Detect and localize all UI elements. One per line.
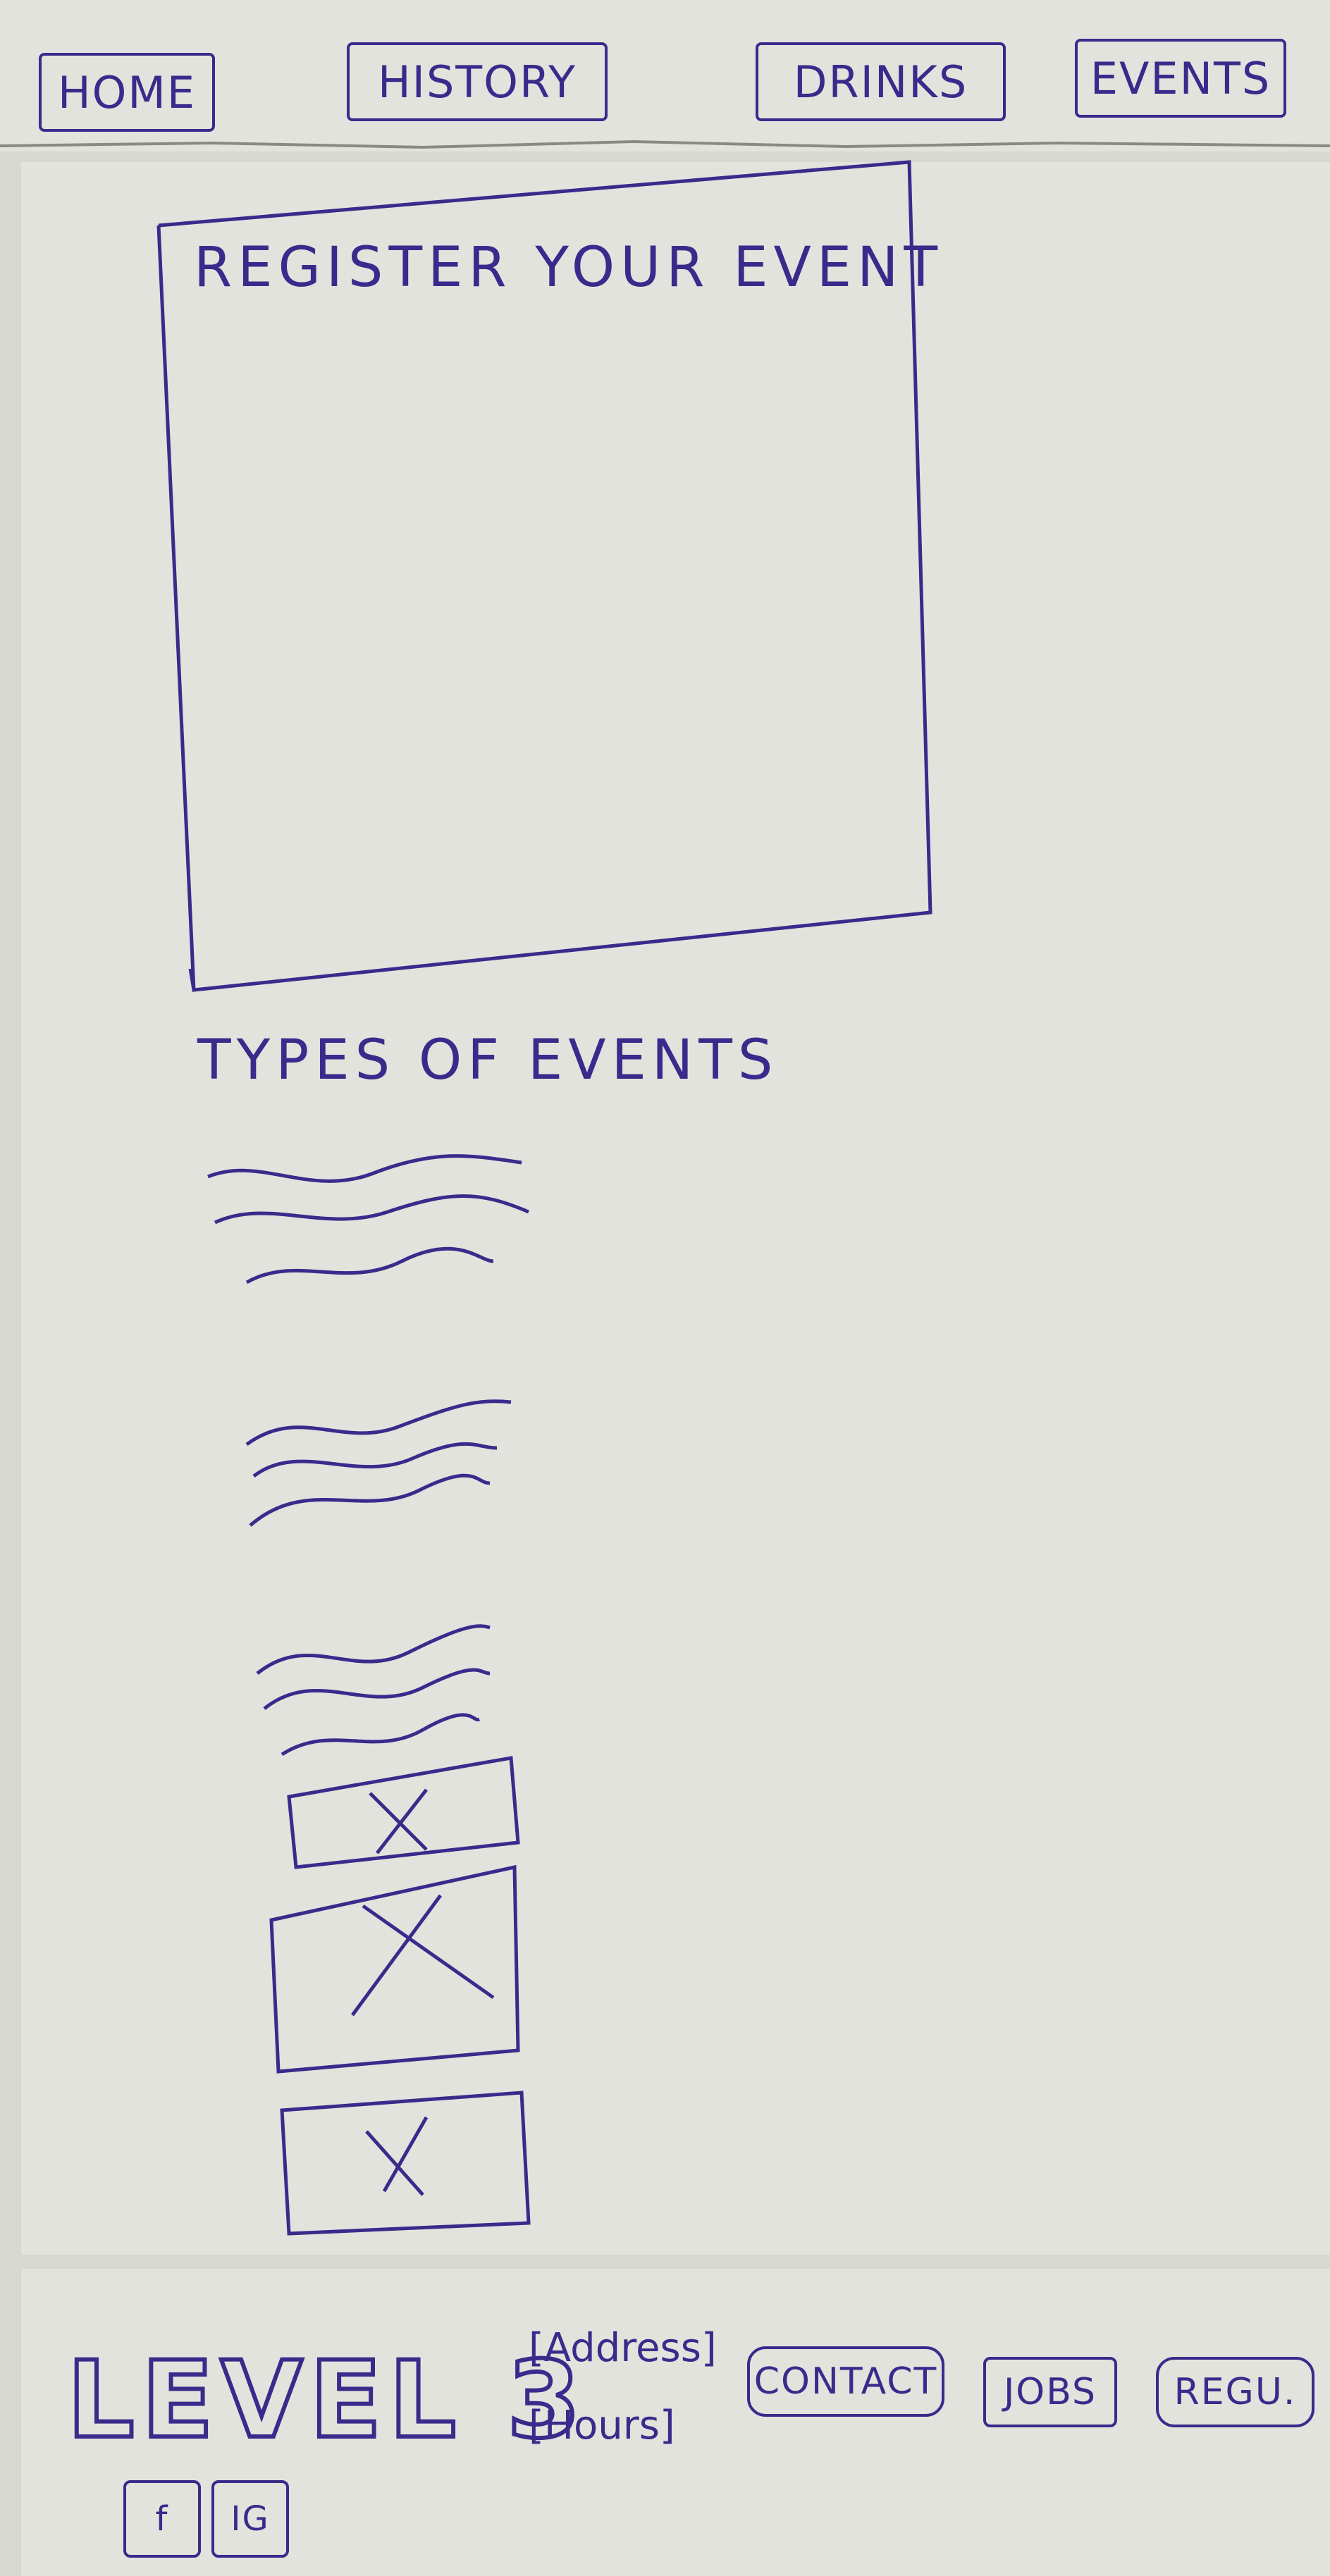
nav-drinks-button[interactable]: DRINKS [756, 42, 1006, 121]
nav-home-button[interactable]: HOME [39, 53, 215, 132]
event-image-2-placeholder[interactable] [264, 1864, 532, 2075]
types-of-events-title: TYPES OF EVENTS [197, 1029, 779, 1092]
event-image-1-placeholder[interactable] [278, 1754, 525, 1874]
register-event-panel[interactable]: REGISTER YOUR EVENT [152, 159, 937, 997]
regulars-button[interactable]: REGU. [1156, 2357, 1314, 2427]
hours-text: [Hours] [529, 2403, 675, 2448]
main-paper [21, 162, 1330, 2255]
register-panel-outline [156, 160, 932, 992]
top-paper [0, 0, 1330, 151]
jobs-button[interactable]: JOBS [983, 2357, 1117, 2427]
nav-events-button[interactable]: EVENTS [1075, 39, 1286, 118]
level3-logo[interactable]: LEVEL 3 [65, 2337, 588, 2464]
tear-edge [0, 140, 1330, 149]
nav-history-button[interactable]: HISTORY [347, 42, 608, 121]
instagram-icon[interactable]: IG [211, 2480, 289, 2558]
facebook-icon[interactable]: f [123, 2480, 201, 2558]
contact-button[interactable]: CONTACT [747, 2346, 944, 2417]
register-event-title: REGISTER YOUR EVENT [194, 236, 944, 299]
event-type-1-text-placeholder [207, 1154, 529, 1284]
event-type-2-text-placeholder [245, 1399, 512, 1527]
event-type-3-text-placeholder [256, 1624, 491, 1757]
event-image-3-placeholder[interactable] [268, 2089, 536, 2237]
address-text: [Address] [529, 2325, 717, 2371]
